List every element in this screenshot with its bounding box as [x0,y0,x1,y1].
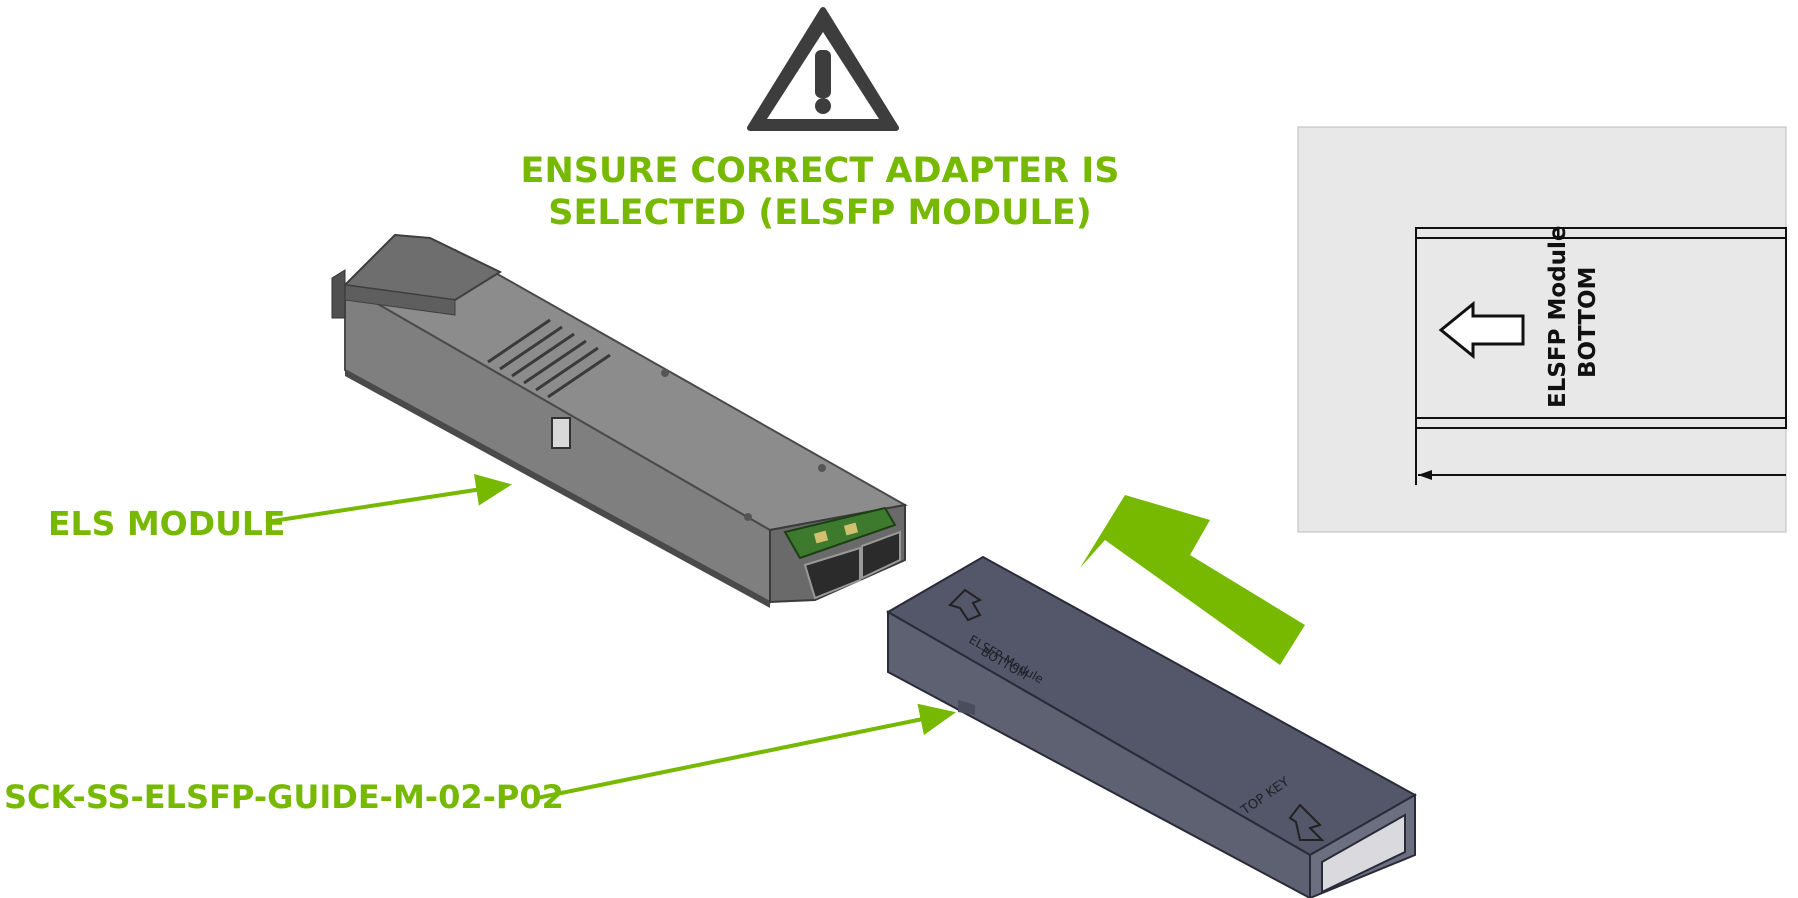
els-module-image [331,233,908,608]
insertion-direction-arrow [1080,495,1305,665]
warning-line-2: SELECTED (ELSFP MODULE) [548,193,1092,233]
elsfp-guide-adapter-image: ELSFP Module BOTTOM TOP KEY [886,555,1418,898]
els-module-label: ELS MODULE [48,504,286,543]
els-module-callout-line [265,474,512,524]
warning-triangle-icon [747,7,899,131]
warning-line-1: ENSURE CORRECT ADAPTER IS [520,151,1120,191]
guide-part-label: SCK-SS-ELSFP-GUIDE-M-02-P02 [4,778,564,816]
guide-callout-line [536,703,956,800]
inset-drawing: ELSFP Module BOTTOM [1297,126,1787,533]
warning-message: ENSURE CORRECT ADAPTER IS SELECTED (ELSF… [520,150,1120,234]
inset-text-line1: ELSFP Module [1545,225,1571,408]
inset-text-line2: BOTTOM [1575,267,1601,378]
inset-arrow-icon [1438,300,1525,360]
callout-lines [265,474,956,800]
